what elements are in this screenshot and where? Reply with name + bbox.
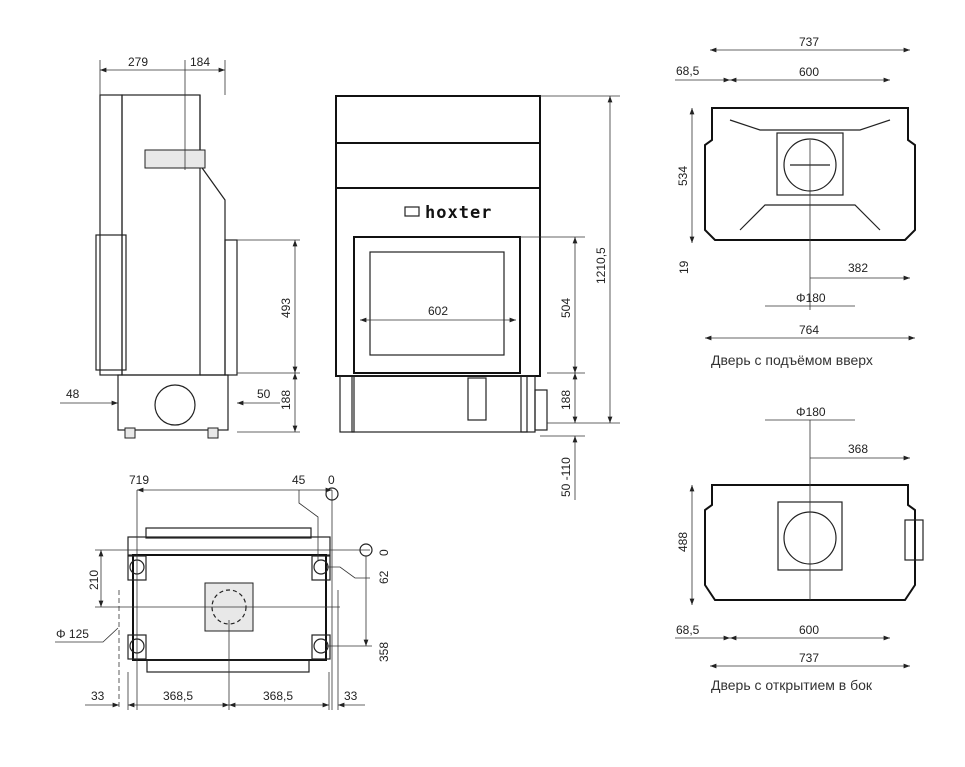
dim-600-bottom: 600 [799,623,819,637]
dim-19: 19 [677,260,691,274]
dim-zero-a: 0 [328,473,335,487]
dim-737-bottom: 737 [799,651,819,665]
dim-68-5-bottom: 68,5 [676,623,700,637]
dim-764: 764 [799,323,819,337]
dim-368-5-right: 368,5 [263,689,293,703]
dim-188-side: 188 [279,390,293,410]
plan-side-door: Φ180 368 488 68,5 600 737 Дверь с открыт… [675,405,924,693]
dim-368: 368 [848,442,868,456]
dim-1210-5: 1210,5 [594,247,608,284]
dim-504: 504 [559,298,573,318]
caption-side-door: Дверь с открытием в бок [711,677,873,693]
dim-33-left: 33 [91,689,105,703]
dim-33-right: 33 [344,689,358,703]
brand-logo: hoxter [425,203,492,223]
dim-279: 279 [128,55,148,69]
dim-602: 602 [428,304,448,318]
dim-50: 50 [257,387,271,401]
base-view: 719 45 0 0 210 62 358 Φ 125 33 368,5 368… [55,473,391,710]
dim-382: 382 [848,261,868,275]
dim-210: 210 [87,570,101,590]
dim-493: 493 [279,298,293,318]
dim-600-top: 600 [799,65,819,79]
dim-534: 534 [676,166,690,186]
dim-48: 48 [66,387,80,401]
dim-68-5-top: 68,5 [676,64,700,78]
dim-zero-b: 0 [377,549,391,556]
dim-184: 184 [190,55,210,69]
dim-flue-bottom: Φ180 [796,405,826,419]
plan-lift-door: 737 68,5 600 534 19 382 Φ180 764 Дверь с… [675,35,916,368]
dim-358: 358 [377,642,391,662]
dim-flue-top: Φ180 [796,291,826,305]
side-view: 279 184 493 188 48 50 [60,55,300,439]
caption-lift-door: Дверь с подъёмом вверх [711,352,873,368]
dim-488: 488 [676,532,690,552]
front-view: hoxter 602 504 188 1210,5 50 -110 [335,95,620,500]
dim-45: 45 [292,473,306,487]
dim-air-125: Φ 125 [56,627,89,641]
dim-50-110: 50 -110 [559,457,573,497]
foot-icon [311,555,331,581]
dim-737-top: 737 [799,35,819,49]
dim-188-front: 188 [559,390,573,410]
dim-62: 62 [377,570,391,584]
foot-icon [311,634,331,660]
dim-368-5-left: 368,5 [163,689,193,703]
dim-719: 719 [129,473,149,487]
